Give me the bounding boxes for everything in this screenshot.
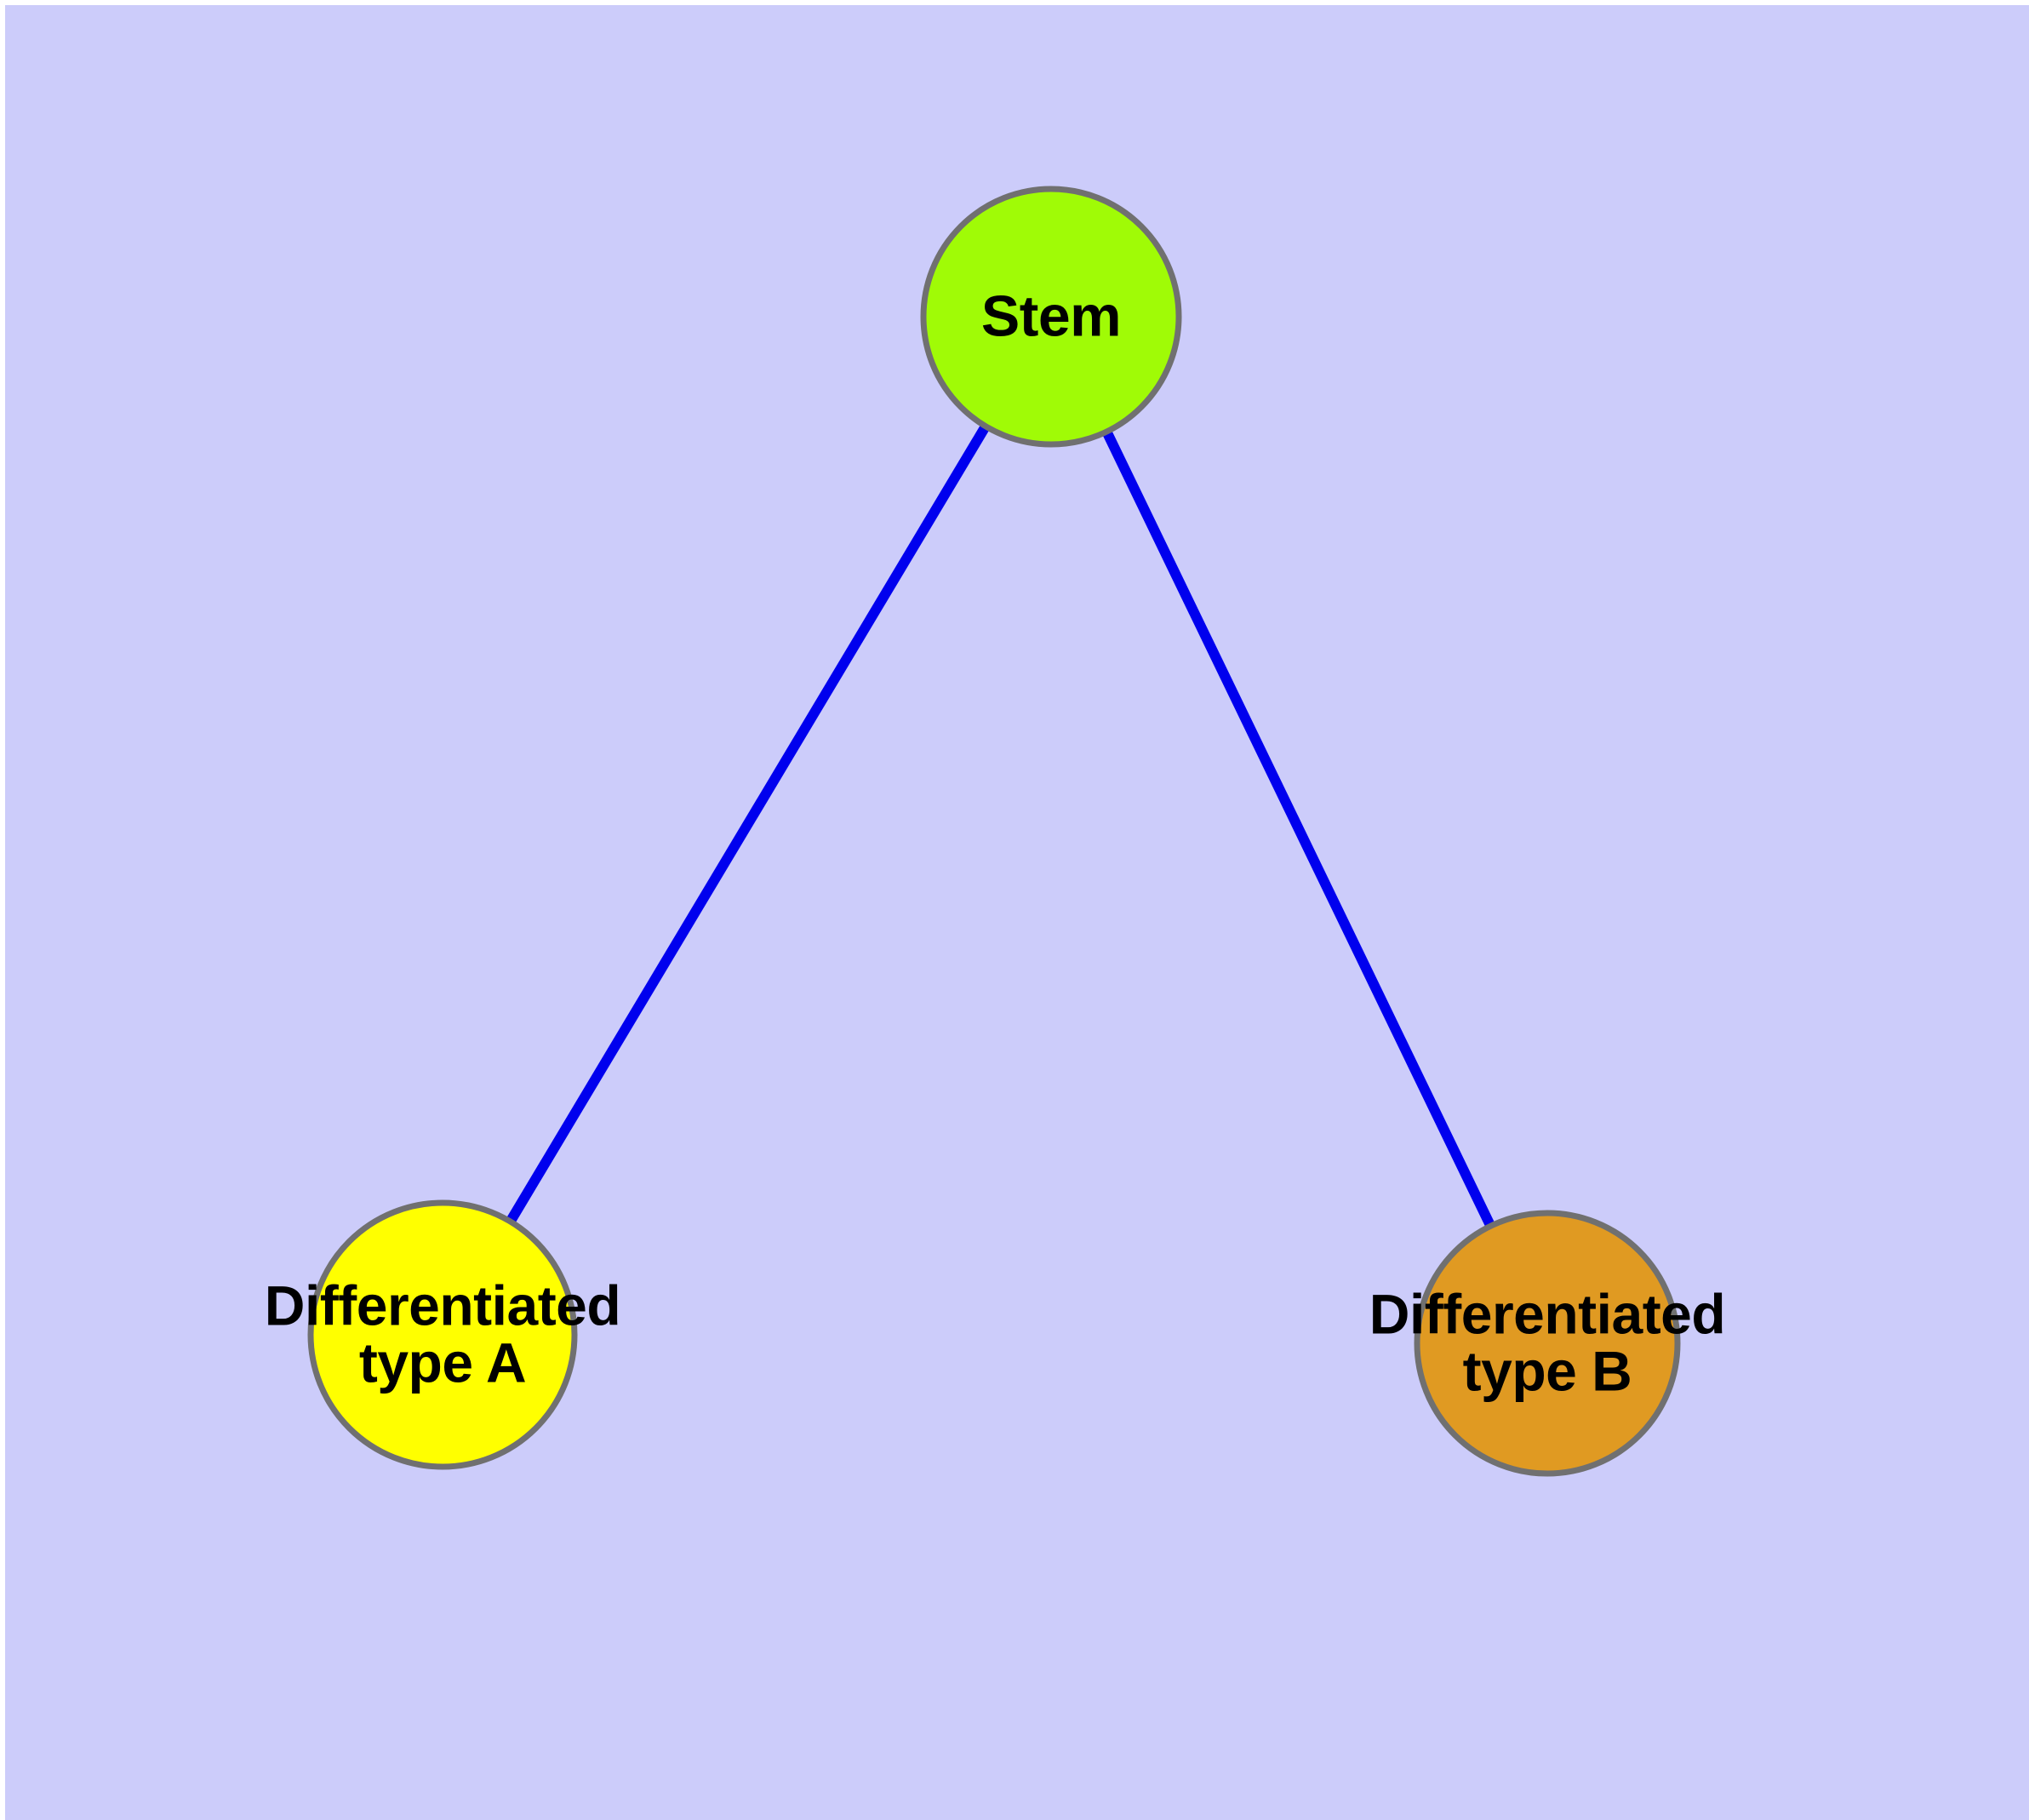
node-diff_a[interactable] — [307, 1199, 578, 1470]
node-label-line: type B — [1462, 1340, 1632, 1403]
node-label-stem: Stem — [980, 283, 1122, 349]
edge-stem-diff-a[interactable] — [506, 425, 990, 1223]
edges-layer — [506, 425, 1495, 1228]
node-label-line: Differentiated — [264, 1273, 621, 1337]
node-label-line: Differentiated — [1369, 1282, 1726, 1346]
node-stem[interactable] — [920, 186, 1182, 448]
nodes-layer — [307, 186, 1681, 1477]
node-label-line: Stem — [980, 283, 1122, 349]
node-diff_b[interactable] — [1414, 1210, 1681, 1477]
edge-stem-diff-b[interactable] — [1102, 431, 1495, 1228]
node-label-line: type A — [358, 1331, 527, 1394]
